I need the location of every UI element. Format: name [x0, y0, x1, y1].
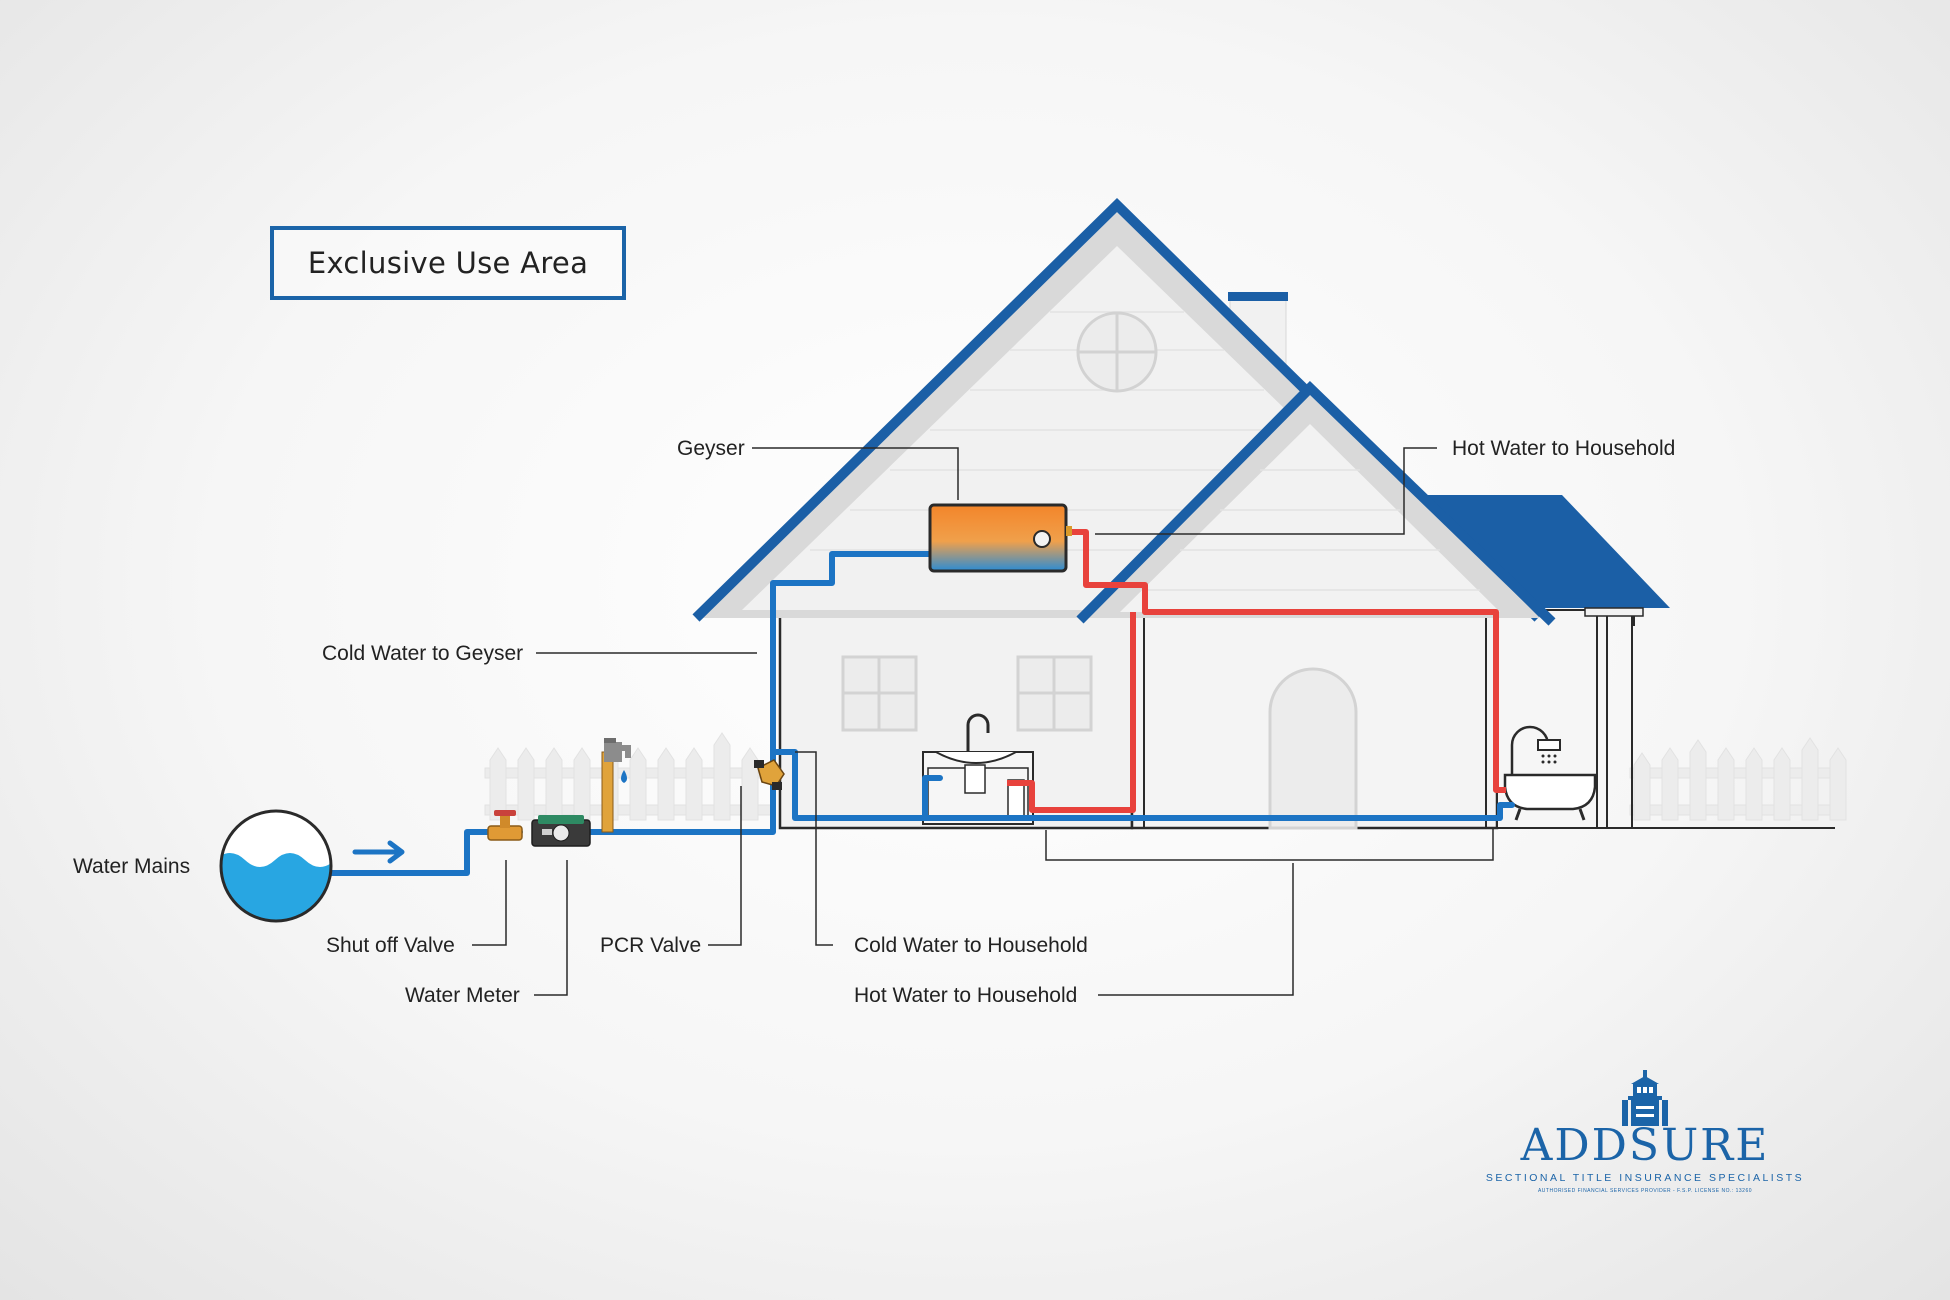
- house: [692, 197, 1835, 830]
- label-shut-off-valve: Shut off Valve: [326, 934, 455, 957]
- geyser-tank: [928, 503, 1072, 573]
- label-pcr-valve: PCR Valve: [600, 934, 701, 957]
- logo-wordmark: ADDSURE: [1520, 1120, 1770, 1171]
- label-cold-water-to-household: Cold Water to Household: [854, 934, 1088, 957]
- shut-off-valve-icon: [487, 810, 523, 841]
- label-water-mains: Water Mains: [73, 855, 190, 878]
- logo-fine-print: AUTHORISED FINANCIAL SERVICES PROVIDER -…: [1537, 1188, 1753, 1194]
- lighthouse-icon: [1622, 1070, 1668, 1126]
- exclusive-use-area-title: Exclusive Use Area: [270, 226, 626, 300]
- bathtub: [1503, 725, 1597, 821]
- pcr-valve-icon: [754, 759, 785, 790]
- leader-lines: [472, 447, 1494, 996]
- water-meter-icon: [531, 815, 591, 847]
- addsure-logo: ADDSURE SECTIONAL TITLE INSURANCE SPECIA…: [1470, 1070, 1820, 1200]
- label-geyser: Geyser: [677, 437, 745, 460]
- hot-water-pipes: [1007, 529, 1506, 813]
- label-hot-water-top: Hot Water to Household: [1452, 437, 1675, 460]
- logo-tagline: SECTIONAL TITLE INSURANCE SPECIALISTS: [1485, 1172, 1805, 1184]
- right-fence: [1629, 737, 1847, 821]
- label-water-meter: Water Meter: [405, 984, 520, 1007]
- label-cold-water-to-geyser: Cold Water to Geyser: [322, 642, 523, 665]
- label-hot-water-bottom: Hot Water to Household: [854, 984, 1077, 1007]
- garden-tap-icon: [601, 738, 631, 833]
- flow-arrow-icon: [352, 840, 405, 864]
- water-mains-tank: [219, 809, 333, 923]
